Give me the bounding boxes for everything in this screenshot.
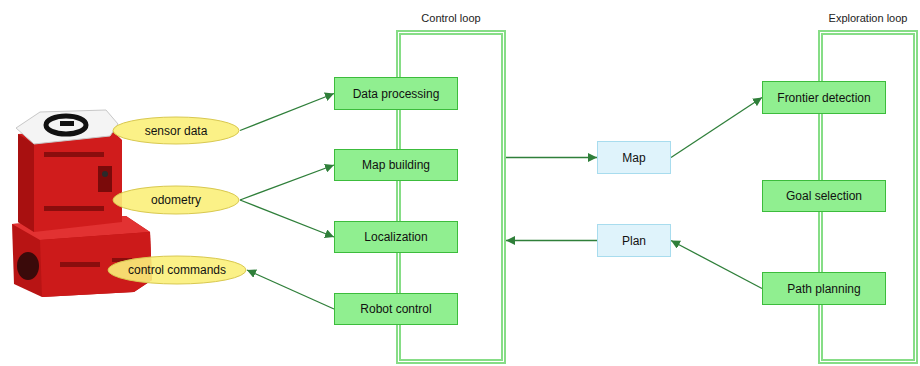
loop-band: Control loopData processingMap buildingL… [396, 30, 506, 364]
loop-band: Exploration loopFrontier detectionGoal s… [818, 30, 918, 364]
process-box: Data processing [334, 77, 458, 110]
flow-arrow [247, 270, 334, 309]
flow-arrow [506, 157, 597, 158]
node-label: sensor data [145, 124, 208, 138]
process-box: Frontier detection [762, 81, 886, 114]
flow-arrow [240, 200, 334, 237]
node-label: Data processing [353, 87, 440, 101]
loop-heading: Control loop [421, 11, 480, 25]
node-label: Path planning [787, 282, 860, 296]
process-box: Path planning [762, 272, 886, 305]
flow-arrow [671, 241, 762, 289]
process-box: Map building [334, 149, 458, 181]
node-label: Map [622, 151, 645, 165]
process-box: Robot control [334, 293, 458, 325]
data-box: Plan [597, 224, 671, 257]
node-label: Robot control [360, 302, 431, 316]
node-label: Plan [622, 234, 646, 248]
node-label: odometry [151, 193, 201, 207]
node-label: Frontier detection [777, 91, 870, 105]
process-box: Goal selection [762, 180, 886, 212]
node-label: Map building [362, 158, 430, 172]
loop-heading: Exploration loop [829, 11, 908, 25]
node-label: control commands [128, 263, 226, 277]
signal-ellipse: odometry [112, 185, 240, 215]
data-box: Map [597, 141, 671, 174]
signal-ellipse: sensor data [112, 116, 240, 145]
node-label: Localization [364, 230, 427, 244]
signal-ellipse: control commands [107, 255, 247, 285]
flow-arrow [240, 94, 334, 131]
flow-arrow [506, 240, 597, 241]
process-box: Localization [334, 221, 458, 253]
node-label: Goal selection [786, 189, 862, 203]
flow-arrow [240, 165, 334, 200]
flow-arrow [671, 98, 762, 158]
